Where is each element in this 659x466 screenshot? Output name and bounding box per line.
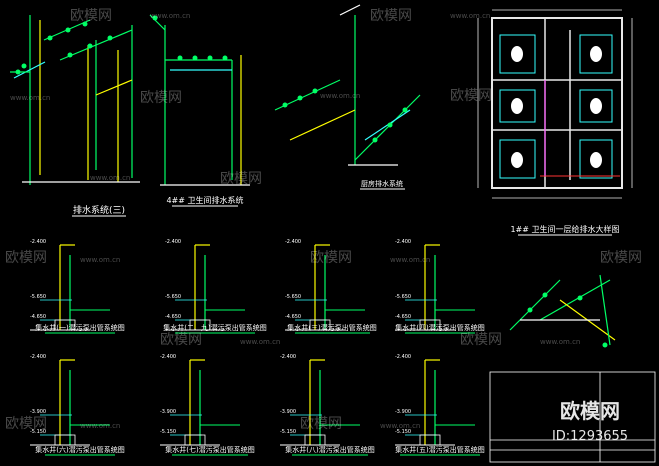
kitchen-fixtures [282, 88, 408, 143]
elevation-label: -3.900 [160, 409, 176, 415]
elevation-label: -5.150 [30, 429, 46, 435]
watermark-brand: 欧模网 [5, 250, 47, 266]
elevation-label: -5.150 [160, 429, 176, 435]
toilet4-fixtures [152, 15, 228, 61]
watermark-url: www.om.cn [150, 12, 190, 20]
title-pit6: 集水井(六)潜污泵出管系统图 [35, 445, 124, 454]
title-toilet1-plan: 1## 卫生间一层给排水大样图 [510, 224, 619, 234]
watermark-url: www.om.cn [90, 174, 130, 182]
drain-system-3-fixtures [15, 21, 113, 75]
elevation-label: -5.650 [30, 294, 46, 300]
pit-diagram-8: -2.400 -3.900 -5.150 [279, 354, 361, 446]
pit-diagram-6: -2.400 -3.900 -5.150 [29, 354, 111, 446]
pit-diagram-7: -2.400 -3.900 -5.150 [159, 354, 241, 446]
elevation-label: -3.900 [395, 409, 411, 415]
pit-diagram-4: -2.400 -5.650 -4.650 [394, 239, 476, 331]
elevation-label: -3.900 [30, 409, 46, 415]
pit-diagram-3: -2.400 -5.650 -4.650 [284, 239, 366, 331]
elevation-label: -5.650 [165, 294, 181, 300]
isometric-fixtures [527, 292, 608, 348]
elevation-label: -2.400 [285, 239, 301, 245]
toilet1-fixtures [511, 46, 602, 168]
elevation-label: -5.150 [395, 429, 411, 435]
elevation-label: -2.400 [30, 239, 46, 245]
pit-diagram-1: -2.400 -5.650 -4.650 [29, 239, 111, 331]
elevation-label: -2.400 [395, 354, 411, 360]
elevation-label: -2.400 [30, 354, 46, 360]
elevation-label: -2.400 [160, 354, 176, 360]
elevation-label: -4.650 [30, 314, 46, 320]
watermark-brand: 欧模网 [460, 332, 502, 348]
toilet4-drain-drawing [149, 14, 250, 186]
title-block [489, 371, 656, 463]
watermark-url: www.om.cn [540, 338, 580, 346]
watermark-url: www.om.cn [10, 94, 50, 102]
elevation-label: -5.650 [285, 294, 301, 300]
watermark-brand: 欧模网 [450, 88, 492, 104]
elevation-label: -2.400 [165, 239, 181, 245]
isometric-detail [509, 274, 616, 346]
title-pit1: 集水井(一)潜污泵出管系统图 [35, 323, 124, 332]
watermark-brand: 欧模网 [5, 416, 47, 432]
watermark-url: www.om.cn [320, 92, 360, 100]
watermark-id: ID:1293655 [552, 429, 628, 444]
title-pit4: 集水井(四)潜污泵出管系统图 [395, 323, 484, 332]
watermark-url: www.om.cn [380, 422, 420, 430]
watermark-url: www.om.cn [80, 422, 120, 430]
title-kitchen-drain: 厨房排水系统 [361, 179, 403, 188]
title-pit8: 集水井(八)潜污泵出管系统图 [285, 445, 374, 454]
watermark-url: www.om.cn [80, 256, 120, 264]
elevation-label: -2.400 [395, 239, 411, 245]
watermark-brand: 欧模网 [160, 332, 202, 348]
watermark-brand-large: 欧模网 [560, 399, 620, 423]
title-toilet4-drain: 4## 卫生间排水系统 [166, 195, 243, 205]
watermark-brand: 欧模网 [370, 8, 412, 24]
title-pit7: 集水井(七)潜污泵出管系统图 [165, 445, 254, 454]
title-pit2-9: 集水井(二、九)潜污泵出管系统图 [163, 323, 266, 332]
toilet1-floor-plan [477, 9, 633, 199]
title-pit5: 集水井(五)潜污泵出管系统图 [395, 445, 484, 454]
watermark-brand: 欧模网 [220, 171, 262, 187]
pit-diagram-2-9: -2.400 -5.650 -4.650 [164, 239, 246, 331]
elevation-label: -2.400 [280, 354, 296, 360]
pit-diagram-5: -2.400 -3.900 -5.150 [394, 354, 476, 446]
title-drain-system-3: 排水系统(三) [73, 204, 125, 216]
watermark-brand: 欧模网 [310, 250, 352, 266]
watermark-url: www.om.cn [240, 338, 280, 346]
title-pit3: 集水井(三)潜污泵出管系统图 [287, 323, 376, 332]
watermarks: 欧模网 www.om.cn 欧模网 www.om.cn 欧模网 www.om.c… [5, 8, 642, 432]
watermark-url: www.om.cn [450, 12, 490, 20]
elevation-label: -4.650 [395, 314, 411, 320]
watermark-brand: 欧模网 [140, 90, 182, 106]
elevation-label: -4.650 [285, 314, 301, 320]
watermark-brand: 欧模网 [300, 416, 342, 432]
elevation-label: -5.150 [280, 429, 296, 435]
watermark-brand: 欧模网 [70, 8, 112, 24]
elevation-label: -4.650 [165, 314, 181, 320]
elevation-label: -3.900 [280, 409, 296, 415]
watermark-url: www.om.cn [390, 256, 430, 264]
elevation-label: -5.650 [395, 294, 411, 300]
watermark-brand: 欧模网 [600, 250, 642, 266]
